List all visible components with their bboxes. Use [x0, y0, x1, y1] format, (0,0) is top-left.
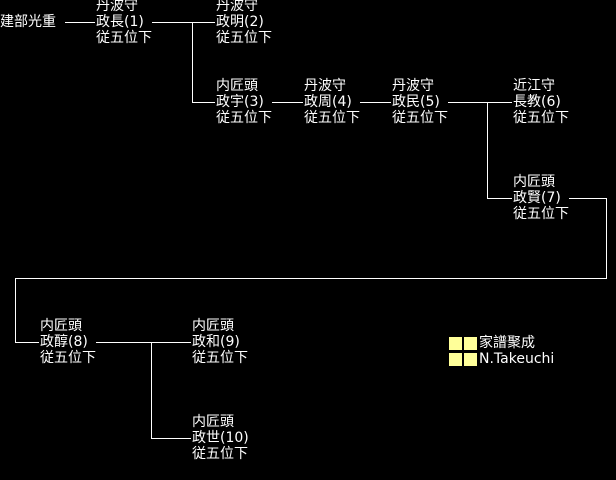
square-marker-icon	[449, 353, 462, 366]
person-title: 丹波守	[304, 78, 346, 94]
person-rank: 従五位下	[216, 110, 272, 126]
person-title: 内匠頭	[513, 174, 555, 190]
person-title: 内匠頭	[216, 78, 258, 94]
person-title: 内匠頭	[192, 414, 234, 430]
node-masatami: 丹波守 政民(5) 従五位下	[392, 78, 448, 126]
node-masachika: 丹波守 政周(4) 従五位下	[304, 78, 360, 126]
node-mitsushige: 建部光重	[0, 14, 56, 30]
node-masakata: 内匠頭 政賢(7) 従五位下	[513, 174, 569, 222]
person-rank: 従五位下	[513, 206, 569, 222]
credit-author: N.Takeuchi	[479, 351, 555, 367]
person-rank: 従五位下	[192, 350, 248, 366]
person-title: 丹波守	[96, 0, 138, 14]
person-rank: 従五位下	[513, 110, 569, 126]
person-rank: 従五位下	[192, 446, 248, 462]
node-masayo: 内匠頭 政世(10) 従五位下	[192, 414, 249, 462]
node-masaatsu: 内匠頭 政醇(8) 従五位下	[40, 318, 96, 366]
person-rank: 従五位下	[40, 350, 96, 366]
person-name: 政宇(3)	[216, 94, 264, 110]
person-name: 長教(6)	[513, 94, 561, 110]
person-name: 政周(4)	[304, 94, 352, 110]
node-masaaki: 丹波守 政明(2) 従五位下	[216, 0, 272, 46]
person-name: 政醇(8)	[40, 334, 88, 350]
node-nagahide: 近江守 長教(6) 従五位下	[513, 78, 569, 126]
node-masaie: 内匠頭 政宇(3) 従五位下	[216, 78, 272, 126]
person-rank: 従五位下	[304, 110, 360, 126]
person-title: 近江守	[513, 78, 555, 94]
person-rank: 従五位下	[392, 110, 448, 126]
node-masanaga: 丹波守 政長(1) 従五位下	[96, 0, 152, 46]
node-masakazu: 内匠頭 政和(9) 従五位下	[192, 318, 248, 366]
person-title: 丹波守	[216, 0, 258, 14]
square-marker-icon	[464, 337, 477, 350]
line-masaatsu-masayo	[151, 342, 191, 439]
person-name: 政民(5)	[392, 94, 440, 110]
person-name: 政明(2)	[216, 14, 264, 30]
person-rank: 従五位下	[216, 30, 272, 46]
person-title: 内匠頭	[40, 318, 82, 334]
person-rank: 従五位下	[96, 30, 152, 46]
square-marker-icon	[464, 353, 477, 366]
line-masakata-masaatsu	[15, 198, 607, 343]
credit-source: 家譜聚成	[479, 335, 535, 351]
person-title: 内匠頭	[192, 318, 234, 334]
square-marker-icon	[449, 337, 462, 350]
person-name: 建部光重	[0, 14, 56, 30]
person-name: 政賢(7)	[513, 190, 561, 206]
person-title: 丹波守	[392, 78, 434, 94]
person-name: 政長(1)	[96, 14, 144, 30]
person-name: 政世(10)	[192, 430, 249, 446]
person-name: 政和(9)	[192, 334, 240, 350]
